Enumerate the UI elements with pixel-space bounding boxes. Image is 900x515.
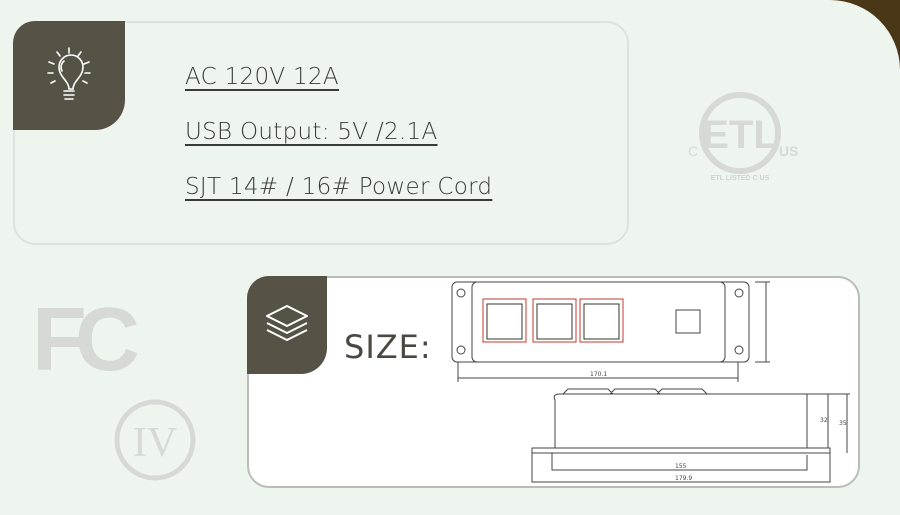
spec-usb: USB Output: 5V /2.1A [185, 119, 438, 145]
iv-logo: IV [114, 399, 196, 481]
size-label: SIZE: [344, 328, 432, 366]
svg-text:ETL: ETL [702, 113, 778, 157]
iv-logo-text: IV [133, 420, 177, 466]
etl-logo: ETL C US ETL LISTED C US [688, 92, 798, 182]
spec-card [13, 21, 629, 245]
dim-front-width: 170.1 [590, 371, 607, 378]
dim-total-width: 179.9 [675, 475, 692, 482]
dimension-drawing: 170.1 155 179.9 32 35 [451, 281, 850, 483]
dim-base-width: 155 [675, 463, 687, 470]
dim-height-inner: 32 [820, 417, 828, 424]
spec-tab [13, 21, 125, 130]
fcc-logo-text: FC [32, 292, 138, 377]
svg-text:US: US [779, 143, 798, 159]
spec-cord: SJT 14# / 16# Power Cord [185, 174, 493, 200]
etl-logo-text: ETL LISTED C US [711, 175, 770, 182]
size-tab [247, 276, 327, 374]
dim-height-outer: 35 [839, 420, 847, 427]
svg-text:C: C [688, 143, 698, 159]
spec-voltage: AC 120V 12A [185, 64, 339, 90]
fcc-logo: FC [32, 292, 147, 377]
layers-icon [266, 305, 308, 341]
lightbulb-icon [47, 47, 91, 100]
outlet [482, 298, 624, 343]
